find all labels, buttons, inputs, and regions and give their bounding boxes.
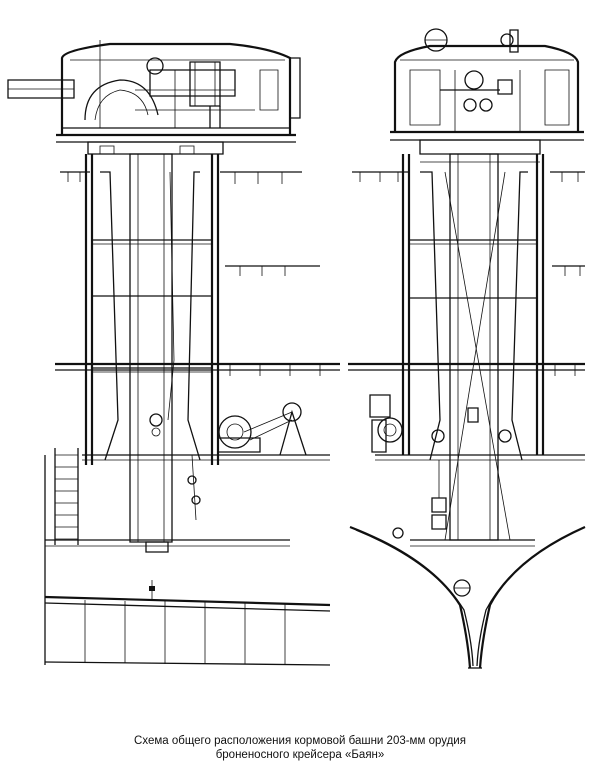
turret-cross-section-drawing [0,0,600,720]
left-turret-ring [60,142,302,184]
right-central-trunk [420,154,528,540]
right-hull-keel [350,527,585,668]
left-side-section-view [8,40,340,665]
right-front-section-view [348,29,585,668]
caption-line-1: Схема общего расположения кормовой башни… [134,735,466,747]
figure-caption: Схема общего расположения кормовой башни… [0,734,600,762]
left-barbette [86,154,320,465]
caption-line-2: броненосного крейсера «Баян» [215,749,385,761]
left-hull-plating [45,455,330,665]
left-decks [45,364,340,546]
right-turret-housing [390,29,584,140]
left-gun-barrel [8,62,235,106]
left-ladder [55,448,78,545]
right-turret-ring [352,140,585,182]
left-training-gear [188,403,306,520]
right-side-machinery [370,395,511,529]
left-central-trunk [100,154,200,552]
left-turret-housing [56,40,300,142]
right-barbette [403,154,585,455]
right-decks [348,364,585,460]
